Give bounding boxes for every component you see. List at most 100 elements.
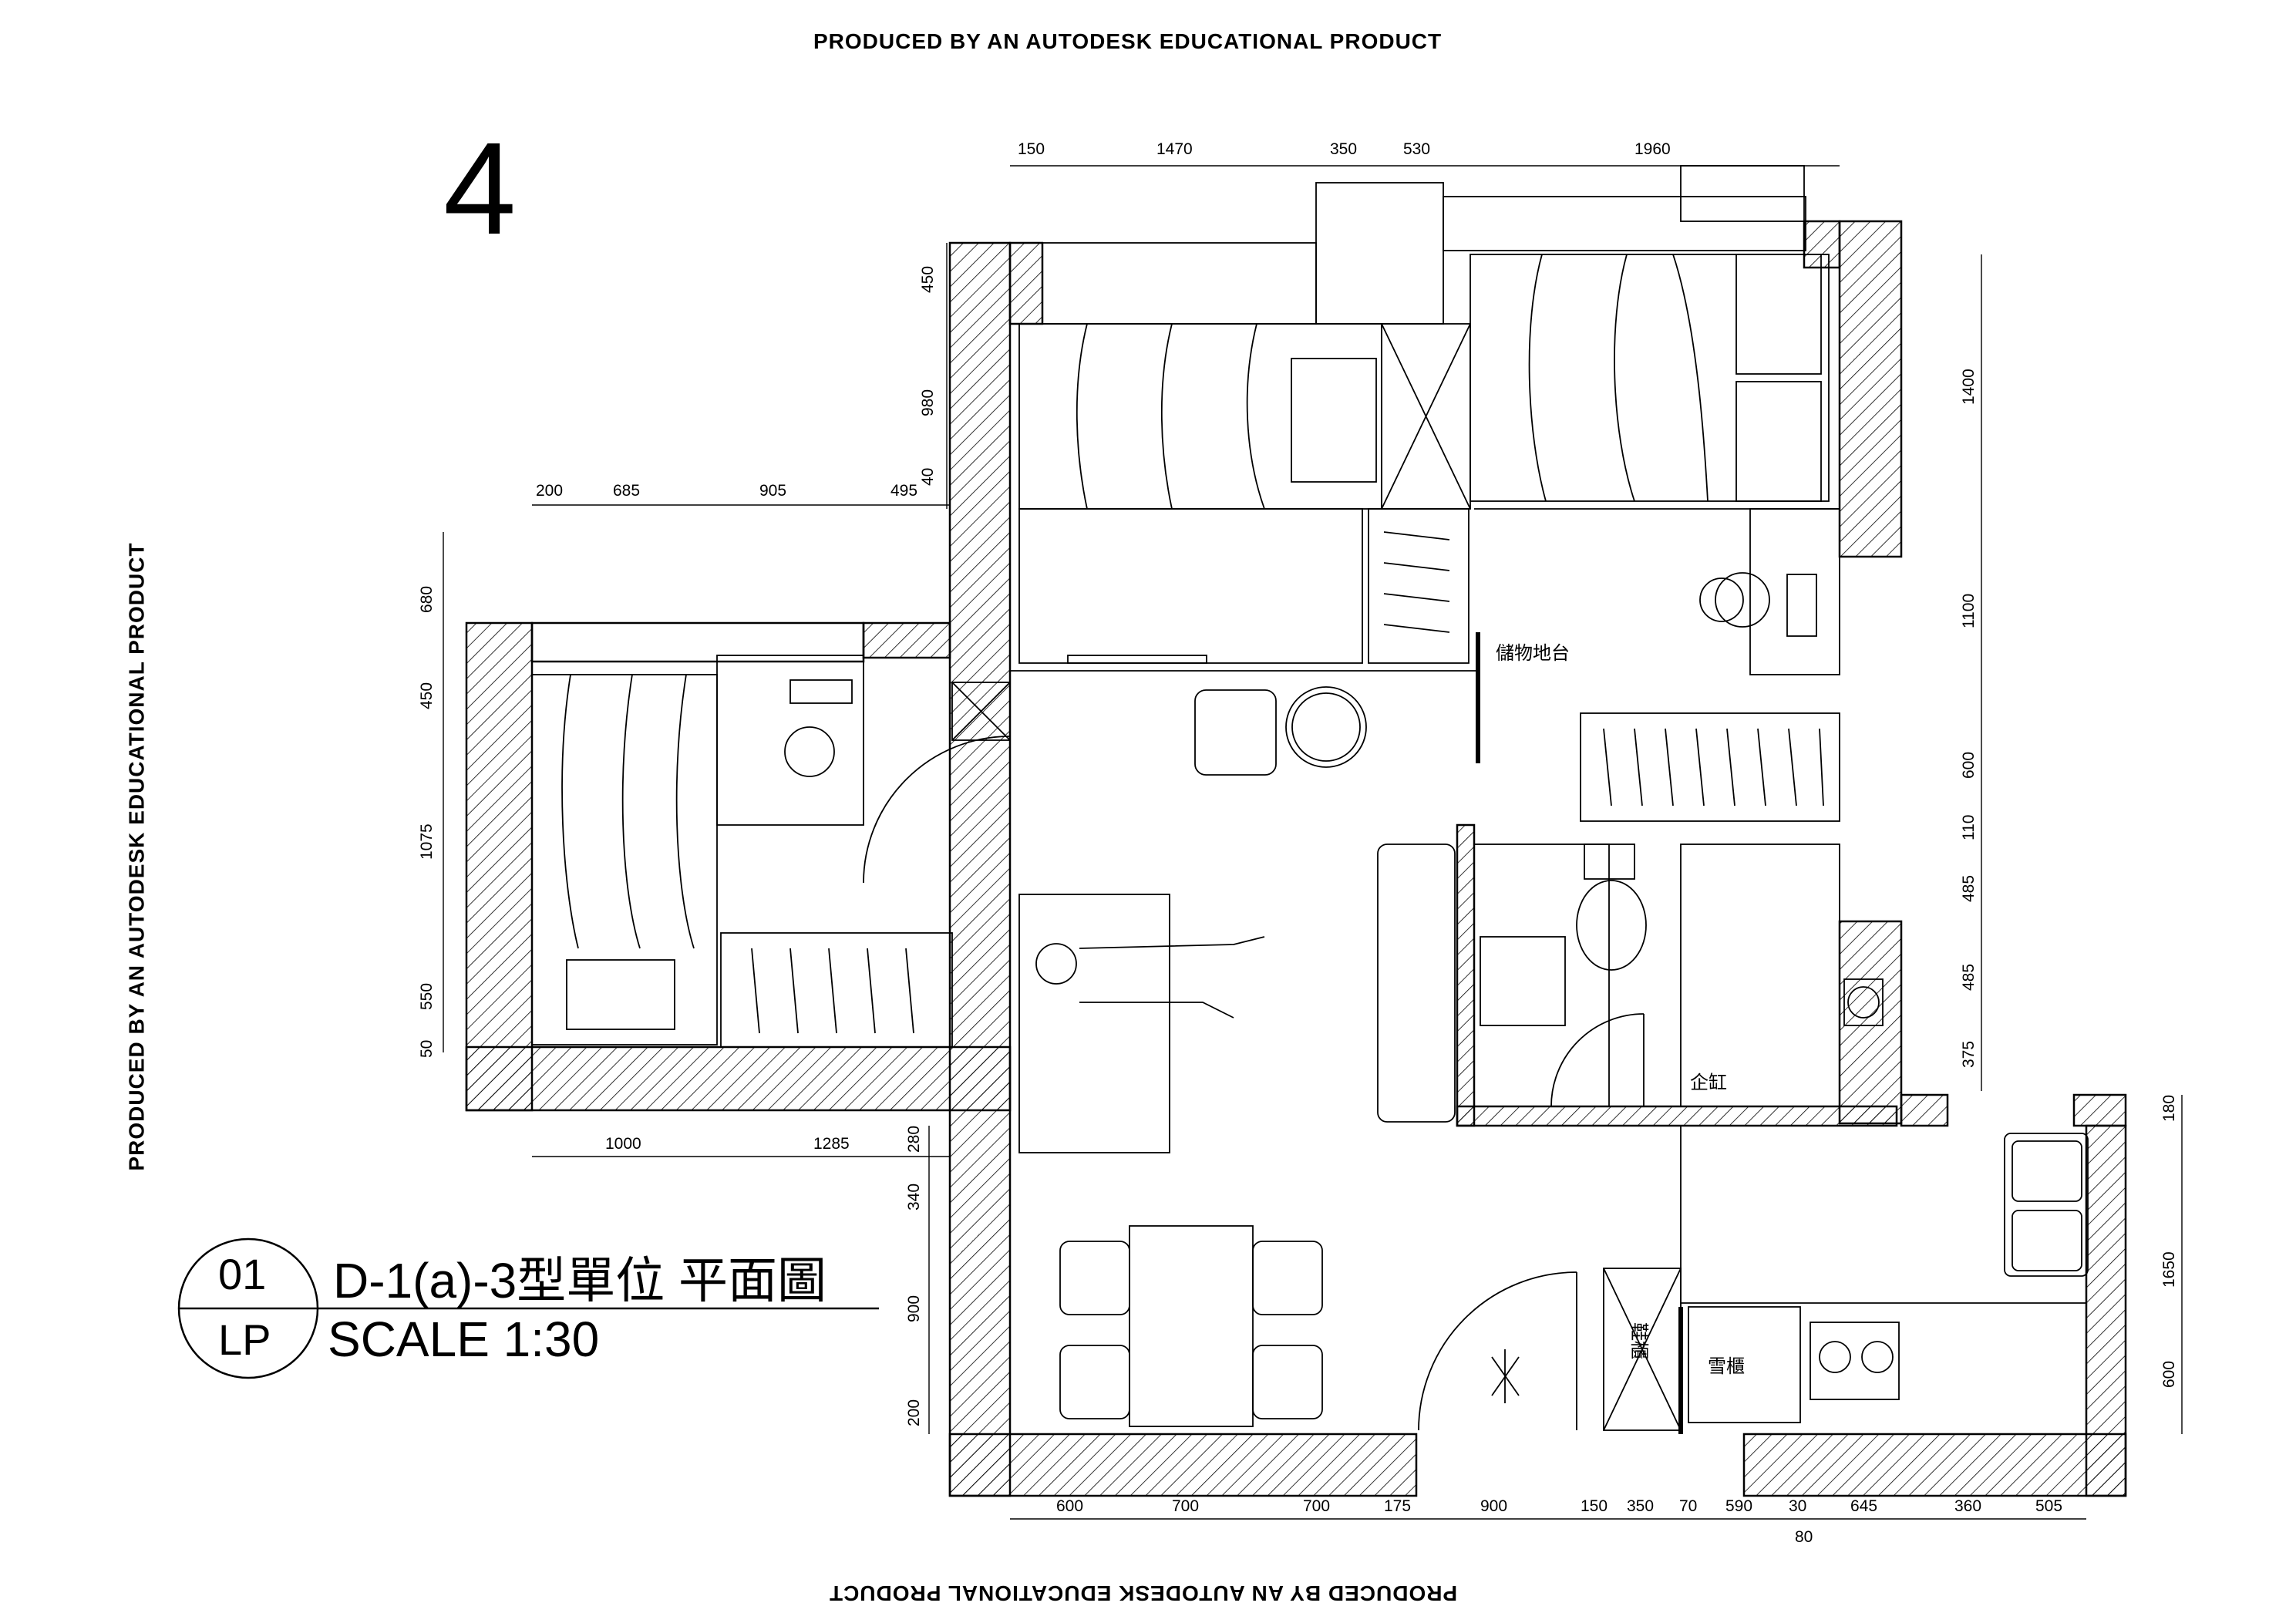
dining-chair-1 [1059,1241,1130,1315]
burner-1 [1819,1341,1851,1373]
dim-b-5: 150 [1581,1497,1608,1515]
keyboard-2 [1786,574,1817,637]
wall-small-bedroom-top [862,621,951,659]
dim-lrs-3: 550 [418,983,436,1010]
sheet-number: 4 [443,116,517,262]
sliding-door-2 [1067,655,1207,664]
wardrobe-bedroom-2-hangers [1603,728,1824,806]
cabinet-top [1315,182,1444,325]
bathroom-vanity [1473,843,1610,1107]
dim-ll-1: 340 [905,1184,923,1211]
wall-kitchen-top-right [2072,1093,2127,1127]
dim-lrs-0: 680 [418,586,436,613]
sink-bowl-1 [2012,1140,2082,1202]
bay-window-2 [1443,196,1806,251]
dim-lrs-2: 1075 [418,823,436,860]
shoe-cabinet-cross [1603,1268,1682,1431]
sink-bowl-2 [2012,1210,2082,1271]
exhaust-fan-circle [1847,986,1880,1019]
wardrobe-small-bedroom-hangers [751,948,914,1034]
cooktop [1810,1322,1900,1400]
dimension-lines [443,165,2183,1520]
cabinet-small-cross [951,682,1011,741]
bed-1 [1018,323,1382,510]
sofa [1018,894,1170,1153]
bed-2-folds [1528,254,1709,502]
fixtures [531,165,2089,1434]
dim-lu-1: 980 [919,389,937,416]
round-table [1285,686,1367,768]
chair-2 [1715,572,1770,628]
dim-top-1: 1470 [1156,140,1193,158]
wall-bath-left [1456,823,1476,1127]
wall-small-bedroom-bottom [465,1046,1012,1112]
wall-small-bedroom-left [465,621,534,1112]
dim-rk-1: 1650 [2160,1251,2178,1288]
shower-area [1680,843,1840,1107]
walls [465,220,2127,1497]
dim-ll-2: 900 [905,1295,923,1322]
bed-2-pillow-1 [1735,254,1822,375]
wall-bottom-right [1742,1433,2127,1497]
dim-top-4: 1960 [1634,140,1671,158]
watermark-top: PRODUCED BY AN AUTODESK EDUCATIONAL PROD… [813,29,1443,53]
dim-lu-2: 40 [919,468,937,486]
dim-b-1: 700 [1172,1497,1199,1515]
dim-b-7: 70 [1679,1497,1697,1515]
dining-chair-2 [1059,1345,1130,1419]
bed-3-pillow [566,959,675,1030]
dims-right: 1400 1100 600 110 485 485 375 [1960,369,1978,1068]
dining-chair-4 [1252,1345,1323,1419]
dims-left-room-top: 200 685 905 495 [536,482,917,500]
wall-bath-bottom [1456,1105,1898,1127]
title-scale: SCALE 1:30 [328,1312,600,1367]
toilet-tank [1584,843,1635,880]
dim-r-3: 110 [1960,815,1978,840]
dim-lrt-2: 905 [759,482,786,500]
wall-kitchen-right [2085,1124,2127,1497]
label-shoe-cabinet: 鞋櫃 [1628,1322,1650,1359]
dim-r-4: 485 [1960,875,1978,902]
dim-r-6: 375 [1960,1041,1978,1068]
dim-b-3: 175 [1384,1497,1411,1515]
bay-window-2-top [1680,165,1805,222]
armchair [1194,689,1277,776]
wardrobe-mid-hangers [1383,531,1450,633]
dims-top: 150 1470 350 530 1960 [1018,140,1671,158]
dim-b-10: 645 [1850,1497,1877,1515]
dims-left-room-side: 680 450 1075 550 50 [418,586,436,1058]
dim-b-4: 900 [1480,1497,1507,1515]
dim-top-3: 530 [1403,140,1430,158]
dim-ll-0: 280 [905,1126,923,1153]
dims-left-room-bottom: 1000 1285 [605,1135,850,1153]
dim-r-1: 1100 [1960,594,1978,628]
round-table-inner [1291,692,1361,762]
storage-drawers [1018,508,1363,664]
bed-1-pillow [1291,358,1377,483]
door-swing-entry [1418,1271,1577,1431]
dim-r-5: 485 [1960,964,1978,991]
bay-window-1 [1042,242,1317,325]
sink-double [2004,1133,2089,1277]
dim-lrb-1: 1285 [813,1135,850,1153]
bed-3-folds [561,674,695,949]
person-sofa-head [1035,943,1077,985]
wall-right-upper [1838,220,1903,558]
dims-left-upper: 450 980 40 [919,266,937,486]
dim-rk-2: 600 [2160,1361,2178,1388]
dim-b-8: 590 [1725,1497,1752,1515]
ceiling-light [1491,1349,1520,1403]
dim-top-0: 150 [1018,140,1045,158]
label-shower: 企缸 [1690,1072,1727,1093]
person-3-head [784,726,835,777]
title-block [177,1237,879,1379]
title-code-top: 01 [218,1250,267,1298]
dim-r-0: 1400 [1960,369,1978,405]
bed-2-pillow-2 [1735,381,1822,502]
title-code-bottom: LP [218,1315,271,1364]
exhaust-fan [1843,978,1884,1026]
dim-top-2: 350 [1330,140,1357,158]
dining-table [1129,1225,1254,1427]
bed-3 [531,674,718,1046]
